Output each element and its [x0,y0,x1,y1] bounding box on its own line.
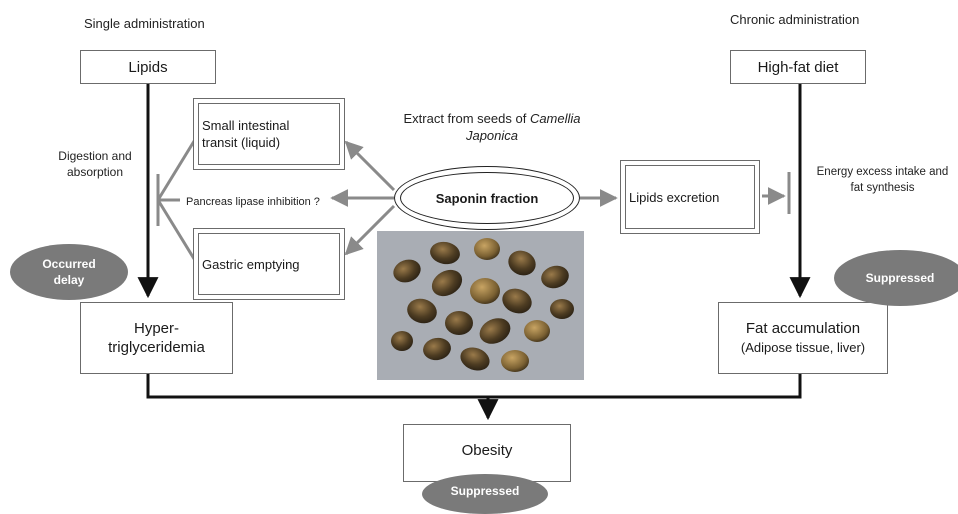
small-intestinal-label: Small intestinal transit (liquid) [202,118,290,150]
extract-label: Extract from seeds of Camellia Japonica [392,110,592,144]
high-fat-diet-box: High-fat diet [730,50,866,84]
lipids-box: Lipids [80,50,216,84]
occurred-delay-oval: Occurred delay [10,244,128,300]
branch-to-small-intestine [156,137,198,201]
arrow-saponin-to-gastric [344,204,396,256]
seed-group [391,238,574,372]
small-intestinal-transit-box: Small intestinal transit (liquid) [193,98,345,170]
hypertriglyceridemia-box: Hyper- triglyceridemia [80,302,233,374]
arrow-saponin-to-small-intestine [344,140,396,192]
gastric-emptying-box: Gastric emptying [193,228,345,300]
suppressed-bottom-oval: Suppressed [422,474,548,514]
diagram-canvas [137,84,811,421]
seeds-illustration [391,238,574,372]
digestion-absorption-label: Digestion and absorption [58,149,132,179]
fat-accumulation-label: Fat accumulation [745,320,861,337]
heading-single-administration: Single administration [84,16,205,31]
connector-to-obesity [146,374,802,399]
camellia-seeds-photo [377,231,584,380]
gastric-emptying-label: Gastric emptying [202,256,300,272]
heading-chronic-administration: Chronic administration [730,12,860,27]
fat-accumulation-sublabel: (Adipose tissue, liver) [740,340,866,355]
saponin-fraction-label: Saponin fraction [400,172,574,224]
saponin-fraction-ellipse: Saponin fraction [394,166,580,230]
lipids-excretion-box: Lipids excretion [620,160,760,234]
suppressed-right-oval: Suppressed [834,250,958,306]
fat-accumulation-box: Fat accumulation (Adipose tissue, liver) [718,302,888,374]
energy-excess-label: Energy excess intake and fat synthesis [816,166,949,194]
pancreas-lipase-label: Pancreas lipase inhibition ? [186,196,320,208]
extract-prefix: Extract from seeds of [403,111,527,126]
lipids-excretion-label: Lipids excretion [629,189,720,205]
branch-to-gastric [156,199,198,263]
extract-species: Camellia Japonica [465,111,581,143]
